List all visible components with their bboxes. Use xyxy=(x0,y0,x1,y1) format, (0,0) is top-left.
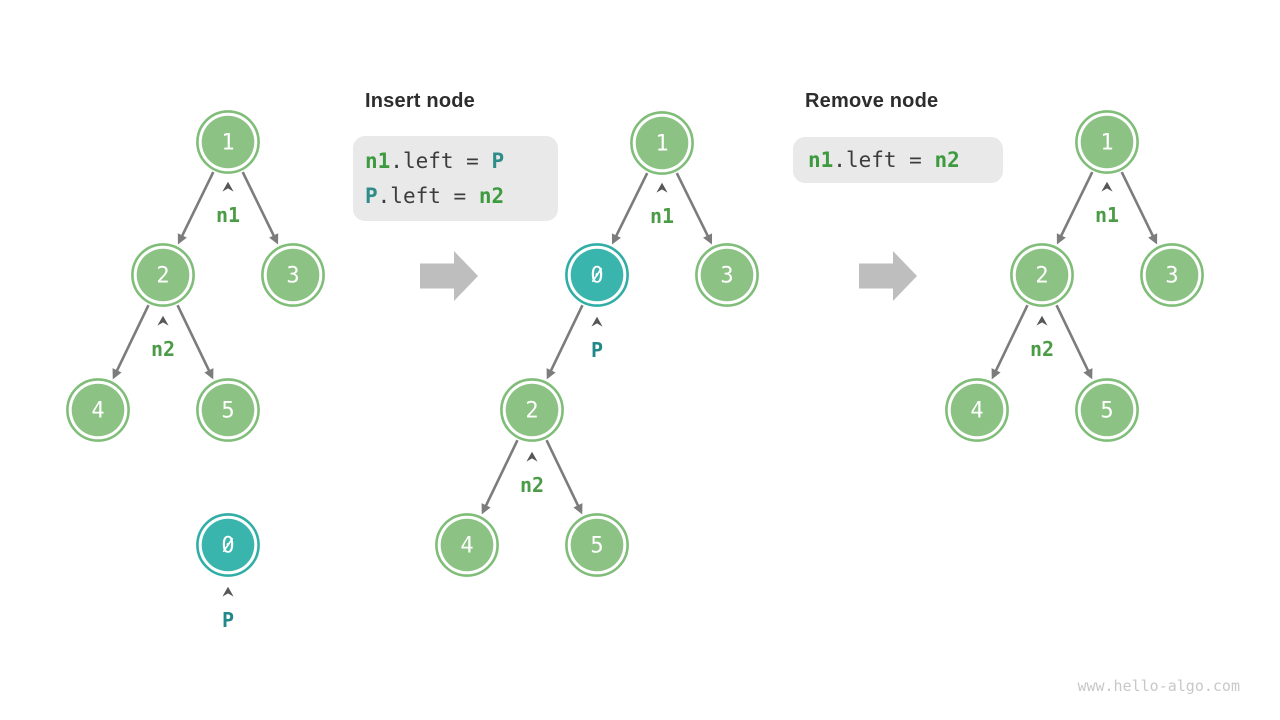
tree-edge xyxy=(545,439,580,508)
tree-edge-arrowhead-icon xyxy=(269,233,279,245)
pointer-label: n2 xyxy=(520,473,544,497)
tree-node-label: 3 xyxy=(720,264,733,289)
tree-edge-arrowhead-icon xyxy=(546,368,556,380)
tree-node-label: 1 xyxy=(655,132,668,157)
tree-node xyxy=(1015,248,1069,302)
tree-node xyxy=(266,248,320,302)
insert-section-title: Insert node xyxy=(365,90,475,112)
tree-node-label: 4 xyxy=(91,399,104,424)
tree-node-label: 3 xyxy=(1165,264,1178,289)
tree-node xyxy=(505,383,559,437)
pointer-caret-icon xyxy=(656,182,668,193)
tree-node-label: 5 xyxy=(1100,399,1113,424)
tree-edge-arrowhead-icon xyxy=(177,233,187,245)
tree-edge-arrowhead-icon xyxy=(204,368,214,380)
slashed-zero-stroke xyxy=(591,267,603,283)
tree-edge xyxy=(484,439,519,508)
tree-node-label: 5 xyxy=(590,534,603,559)
pointer-label: P xyxy=(222,608,234,632)
pointer-label: n2 xyxy=(1030,337,1054,361)
tree-edge-arrowhead-icon xyxy=(1083,368,1093,380)
tree-before-insert: 123450n1n2P xyxy=(66,110,325,632)
tree-node xyxy=(1145,248,1199,302)
tree-edge xyxy=(176,304,211,373)
tree-edge xyxy=(549,304,584,373)
code-token: P xyxy=(365,184,378,208)
remove-code-box: n1.left = n2 xyxy=(793,137,1003,183)
tree-node-label: 1 xyxy=(1100,131,1113,156)
code-line: n1.left = P xyxy=(365,144,558,179)
tree-node xyxy=(201,383,255,437)
tree-edge-arrowhead-icon xyxy=(573,503,583,515)
tree-edge xyxy=(1120,171,1155,238)
tree-edge-arrowhead-icon xyxy=(611,233,621,245)
code-token: .left = xyxy=(833,148,935,172)
pointer-label: n2 xyxy=(151,337,175,361)
tree-edge xyxy=(994,304,1029,373)
pointer-caret-icon xyxy=(526,451,538,462)
pointer-label: P xyxy=(591,338,603,362)
pointer-caret-icon xyxy=(1036,315,1048,326)
tree-node xyxy=(570,518,624,572)
tree-node xyxy=(635,116,689,170)
tree-edge-arrowhead-icon xyxy=(1056,233,1066,245)
tree-node xyxy=(440,518,494,572)
transform-arrow-icon xyxy=(420,251,478,301)
pointer-caret-icon xyxy=(1101,181,1113,192)
pointer-label: n1 xyxy=(1095,203,1119,227)
code-token: n1 xyxy=(808,148,834,172)
remove-section-title: Remove node xyxy=(805,90,939,112)
transform-arrow-icon xyxy=(859,251,917,301)
tree-edge xyxy=(115,304,150,373)
tree-edge-arrowhead-icon xyxy=(703,233,713,245)
tree-node xyxy=(700,248,754,302)
tree-edge xyxy=(675,172,710,238)
tree-node-label: 3 xyxy=(286,264,299,289)
code-token: .left = xyxy=(390,149,492,173)
watermark: www.hello-algo.com xyxy=(1077,677,1240,695)
tree-node xyxy=(950,383,1004,437)
tree-node xyxy=(1080,115,1134,169)
tree-node xyxy=(201,115,255,169)
tree-node-label: 1 xyxy=(221,131,234,156)
tree-edge-arrowhead-icon xyxy=(112,368,122,380)
tree-edge-arrowhead-icon xyxy=(1148,233,1158,245)
tree-node xyxy=(71,383,125,437)
tree-edge xyxy=(1059,171,1094,238)
tree-node xyxy=(1080,383,1134,437)
pointer-caret-icon xyxy=(222,586,234,597)
slashed-zero-stroke xyxy=(222,537,234,553)
code-token: n1 xyxy=(365,149,391,173)
code-line: n1.left = n2 xyxy=(808,143,1003,177)
code-token: P xyxy=(491,149,505,173)
tree-node-label: 2 xyxy=(1035,264,1048,289)
tree-edge xyxy=(614,172,649,238)
pointer-label: n1 xyxy=(650,204,674,228)
tree-after-insert: 103245n1Pn2 xyxy=(435,111,759,577)
code-token: n2 xyxy=(934,148,960,172)
code-token: .left = xyxy=(377,184,479,208)
code-token: n2 xyxy=(478,184,505,208)
tree-edge xyxy=(1055,304,1090,373)
tree-after-remove: 1 2 3 4 5 n1 n2 xyxy=(945,110,1204,442)
code-line: P.left = n2 xyxy=(365,179,558,214)
tree-edge-arrowhead-icon xyxy=(481,503,491,515)
pointer-caret-icon xyxy=(222,181,234,192)
pointer-label: n1 xyxy=(216,203,240,227)
tree-node-label: 2 xyxy=(525,399,538,424)
tree-edge xyxy=(241,171,276,238)
tree-edge xyxy=(180,171,215,238)
pointer-caret-icon xyxy=(157,315,169,326)
tree-node-label: 2 xyxy=(156,264,169,289)
tree-node-label: 4 xyxy=(970,399,983,424)
tree-edge-arrowhead-icon xyxy=(991,368,1001,380)
tree-node xyxy=(136,248,190,302)
tree-node-label: 5 xyxy=(221,399,234,424)
tree-node-label: 4 xyxy=(460,534,473,559)
pointer-caret-icon xyxy=(591,316,603,327)
